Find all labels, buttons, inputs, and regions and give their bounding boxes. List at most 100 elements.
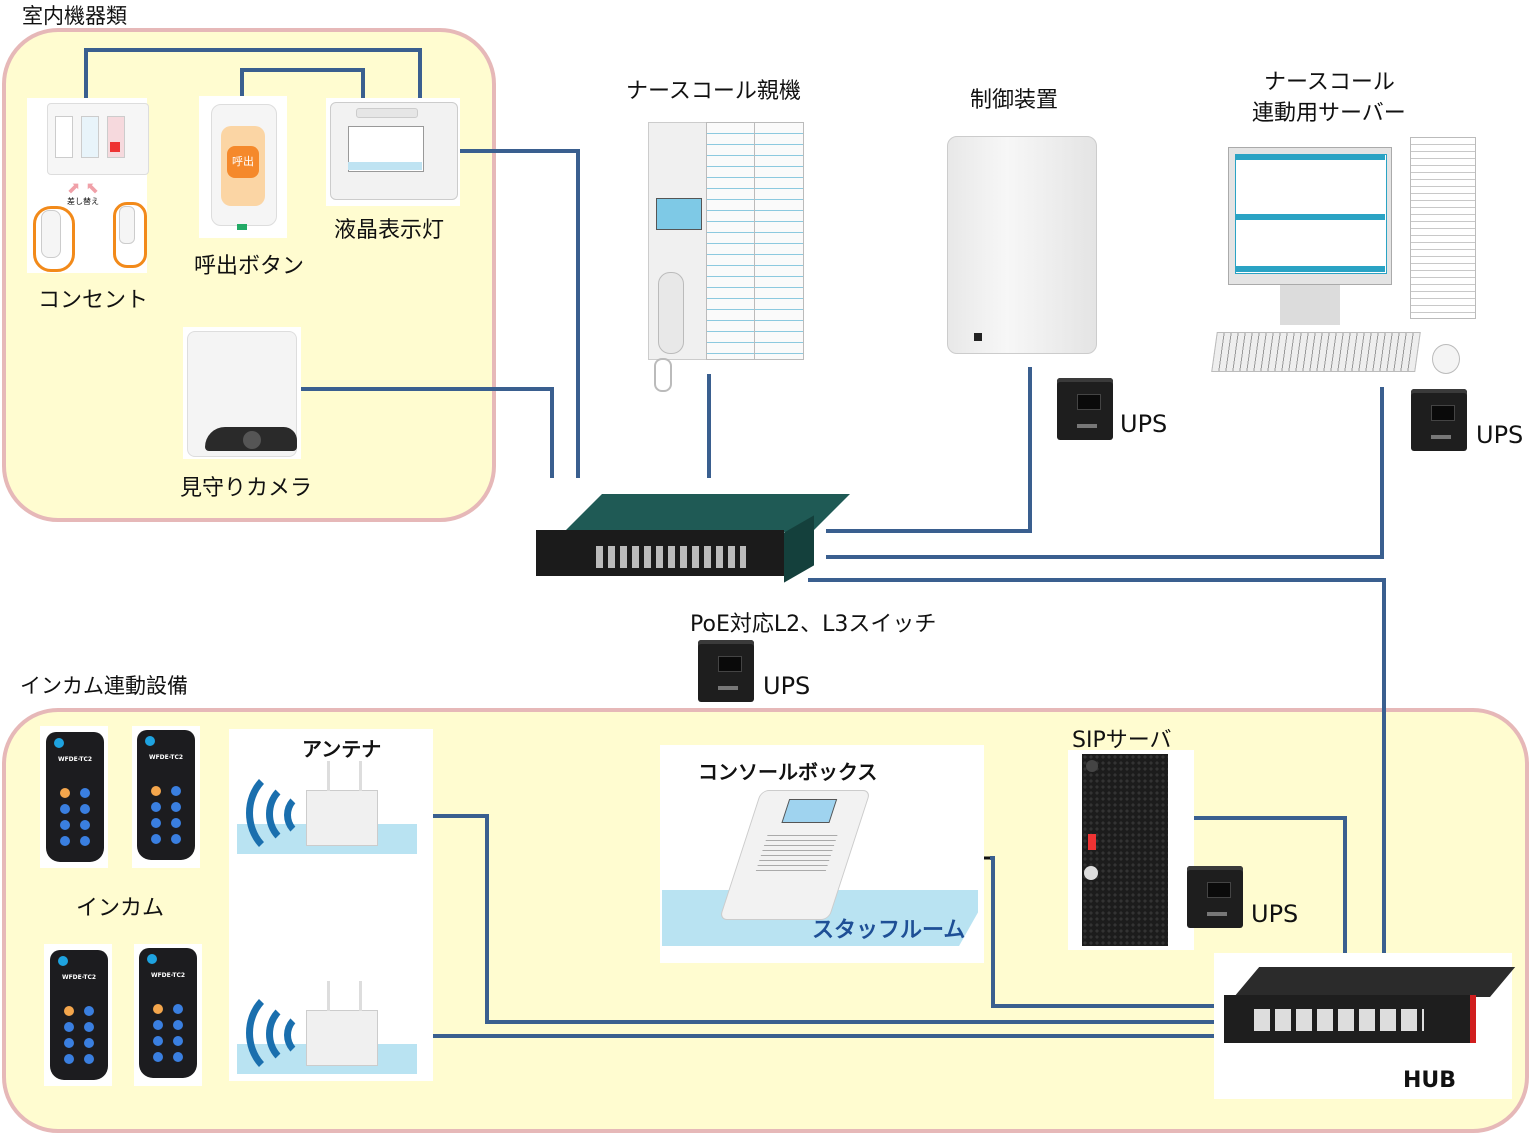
mouse [1432,344,1460,374]
handset-model: WFDE-TC2 [61,974,97,981]
ups-display-panel [1431,405,1455,421]
handset-button-icon [173,1020,183,1030]
server-label-line1: ナースコール [1264,70,1395,95]
wireless-signal-icon [246,986,330,1080]
intercom-handsets-label: インカム [76,896,165,921]
handset-button-icon [64,1006,74,1016]
handset-button-icon [171,818,181,828]
call-button-label: 呼出ボタン [194,254,305,279]
handset-model: WFDE-TC2 [57,756,93,763]
brand-logo-icon [58,956,68,966]
handset-button-icon [153,1004,163,1014]
handset-button-icon [171,802,181,812]
sip-server-ups [1187,866,1243,928]
antenna-label: アンテナ [302,737,382,761]
intercom-equipment-title: インカム連動設備 [20,674,188,698]
handset-button-icon [153,1036,163,1046]
hub-device [1214,953,1516,1099]
handset-button-icon [173,1036,183,1046]
server-ups [1411,389,1467,451]
ups-display-panel [718,656,742,672]
nurse-call-master-device [648,122,804,360]
controller-ups-label: UPS [1120,410,1168,438]
outlet-device: ⬈ ⬉ 差し替え [27,98,149,273]
handset-button-icon [80,836,90,846]
poe-switch-label: PoE対応L2、L3スイッチ [690,612,937,637]
handset-button-icon [60,836,70,846]
brand-logo-icon [145,736,155,746]
server-ups-label: UPS [1476,421,1524,449]
intercom-handset-body: WFDE-TC2 [137,730,195,860]
sip-server-ups-label: UPS [1251,900,1299,928]
lcd-display-light-label: 液晶表示灯 [334,218,445,243]
controller-device [947,136,1097,354]
wireless-signal-arc [284,792,326,838]
intercom-handset-body: WFDE-TC2 [46,732,104,862]
wireless-signal-arc [284,1012,326,1058]
handset-button-icon [171,786,181,796]
server-monitor [1228,147,1392,285]
wire-controller-switch [826,367,1032,533]
handset-button-icon [64,1038,74,1048]
handset-button-icon [151,818,161,828]
handset-button-icon [64,1054,74,1064]
console-box-label: コンソールボックス [698,760,878,784]
indoor-equipment-title: 室内機器類 [22,4,127,28]
handset-button-icon [84,1022,94,1032]
handset-button-icon [153,1020,163,1030]
handset-button-icon [151,802,161,812]
handset-button-icon [84,1038,94,1048]
wireless-signal-icon [246,766,330,860]
nurse-call-master-label: ナースコール親機 [626,79,801,104]
handset-button-icon [153,1052,163,1062]
keyboard [1211,332,1421,372]
ups-display-panel [1207,882,1231,898]
handset-button-icon [60,788,70,798]
call-button-device: 呼出 [199,96,287,238]
brand-logo-icon [54,738,64,748]
monitor-stand [1280,285,1340,325]
wireless-signal-arc [266,1000,328,1068]
handset-button-icon [84,1006,94,1016]
wireless-signal-arc [266,780,328,848]
server-label-line2: 連動用サーバー [1252,101,1406,126]
server-tower [1410,137,1476,319]
handset-button-icon [80,804,90,814]
call-button-face: 呼出 [227,146,259,178]
intercom-handset-body: WFDE-TC2 [50,950,108,1080]
handset-button-icon [64,1022,74,1032]
handset-button-icon [173,1004,183,1014]
switch-ups-label: UPS [763,672,811,700]
handset-model: WFDE-TC2 [150,972,186,979]
intercom-handset-body: WFDE-TC2 [139,948,197,1078]
handset-button-icon [173,1052,183,1062]
brand-logo-icon [147,954,157,964]
handset-model: WFDE-TC2 [148,754,184,761]
monitoring-camera-label: 見守りカメラ [180,476,313,501]
handset-button-icon [60,820,70,830]
handset-button-icon [60,804,70,814]
poe-switch-device [536,494,850,586]
controller-ups [1057,378,1113,440]
handset-button-icon [80,820,90,830]
handset-button-icon [171,834,181,844]
swap-caption: 差し替え [67,197,99,206]
outlet-label: コンセント [38,288,149,313]
ups-display-panel [1077,394,1101,410]
handset-button-icon [151,834,161,844]
arrow-up-icon: ⬈ ⬉ [67,178,99,197]
handset-button-icon [151,786,161,796]
hub-label: HUB [1403,1068,1457,1093]
handset-cord [654,358,672,392]
antenna-access-point-2 [306,981,378,1066]
sip-server-device [1068,750,1194,950]
staff-room-label: スタッフルーム [812,918,966,943]
controller-label: 制御装置 [970,88,1059,113]
switch-ups [698,640,754,702]
handset-button-icon [80,788,90,798]
monitoring-camera-device [183,327,301,459]
sip-server-label: SIPサーバ [1072,728,1172,753]
lcd-display-light-device [326,98,460,206]
antenna-access-point-1 [306,761,378,846]
handset-button-icon [84,1054,94,1064]
